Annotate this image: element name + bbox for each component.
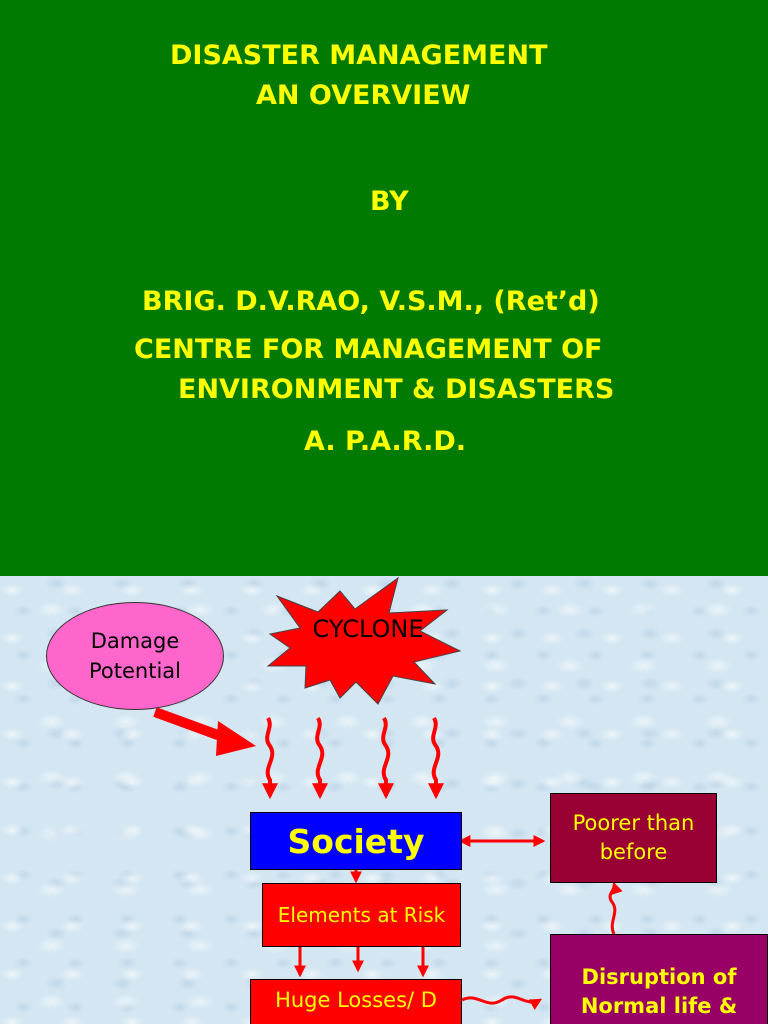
org-line-2: ENVIRONMENT & DISASTERS xyxy=(178,374,615,405)
org-short: A. P.A.R.D. xyxy=(304,426,467,457)
title-line-1: DISASTER MANAGEMENT xyxy=(170,40,548,71)
society-node: Society xyxy=(250,812,462,870)
org-line-1: CENTRE FOR MANAGEMENT OF xyxy=(134,334,603,365)
disruption-poorer-arrow xyxy=(608,881,623,935)
author-name: BRIG. D.V.RAO, V.S.M., (Ret’d) xyxy=(142,286,600,317)
cyclone-label: CYCLONE xyxy=(312,615,424,643)
title-line-2: AN OVERVIEW xyxy=(256,80,471,111)
title-slide: DISASTER MANAGEMENT AN OVERVIEW BY BRIG.… xyxy=(0,0,768,576)
losses-disruption-arrow xyxy=(461,995,543,1010)
diagram-connectors xyxy=(153,576,623,1010)
poorer-node: Poorer than before xyxy=(550,793,717,883)
disruption-node: Disruption of Normal life & xyxy=(550,934,768,1024)
wind-arrows xyxy=(262,716,444,800)
damage-potential-node: Damage Potential xyxy=(46,602,224,710)
damage-arrow-head xyxy=(216,721,256,756)
damage-arrow xyxy=(153,707,228,743)
huge-losses-node: Huge Losses/ D xyxy=(250,979,462,1024)
cyclone-burst xyxy=(266,576,462,705)
elements-at-risk-node: Elements at Risk xyxy=(262,883,461,947)
diagram-slide: Damage Potential CYCLONE Society Poorer … xyxy=(0,576,768,1024)
risk-losses-arrows xyxy=(294,947,429,978)
by-label: BY xyxy=(370,186,409,217)
